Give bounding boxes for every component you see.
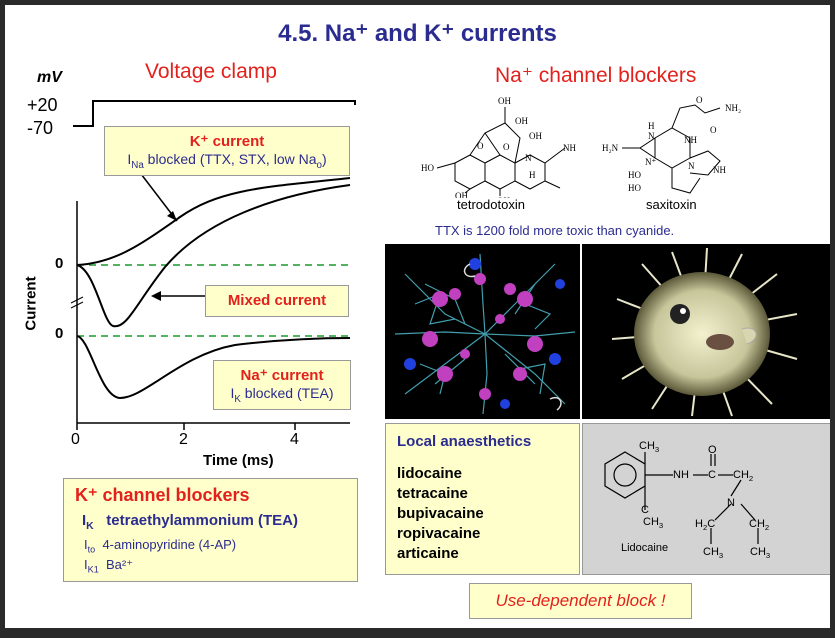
stx-atom: O — [696, 95, 703, 105]
tetrodotoxin-structure: OH OH OH O O NH N H HO OH OH — [421, 96, 576, 198]
ttx-atom: OH — [498, 96, 511, 106]
lido-atom: NH — [673, 469, 689, 481]
lido-atom: O — [708, 444, 717, 456]
lido-atom: CH3 — [703, 546, 724, 561]
k-current-box: K⁺ current INa blocked (TTX, STX, low Na… — [104, 126, 350, 176]
lidocaine-label: Lidocaine — [621, 542, 669, 554]
v-minus70-label: -70 — [27, 118, 54, 138]
lidocaine-structure-box: CH3 O NH C CH2 N C CH3 H2C CH2 CH3 CH3 L… — [582, 423, 830, 575]
k-blocker-row-ik1: IK1 Ba²⁺ — [84, 557, 134, 575]
v-plus20-label: +20 — [27, 95, 58, 115]
ttx-atom: NH — [563, 143, 576, 153]
anaesthetic-item: bupivacaine — [397, 505, 484, 522]
lido-atom: N — [727, 497, 735, 509]
stx-atom: O — [710, 125, 717, 135]
local-anaesthetics-list: lidocaine tetracaine bupivacaine ropivac… — [397, 464, 484, 564]
mixed-current-trace — [76, 184, 351, 328]
ttx-atom: N — [525, 153, 532, 163]
k-arrow-head — [167, 211, 177, 221]
zero-label-lower: 0 — [55, 325, 64, 342]
mv-label: mV — [37, 69, 62, 86]
stx-atom: HO — [628, 183, 641, 193]
tetrodotoxin-label: tetrodotoxin — [457, 197, 525, 212]
ttx-atom: OH — [455, 191, 468, 198]
lido-atom: CH3 — [643, 516, 664, 531]
na-current-subtitle: IK blocked (TEA) — [230, 385, 334, 405]
k-current-title: K⁺ current — [189, 133, 265, 150]
stx-atom: N — [688, 161, 695, 171]
mixed-current-label: Mixed current — [227, 292, 327, 309]
voltage-clamp-plot — [70, 100, 356, 430]
k-blockers-title: K⁺ channel blockers — [75, 485, 250, 505]
axis-break-mark — [70, 296, 84, 304]
stx-atom: N⁺ — [645, 157, 656, 167]
stx-atom: NH — [684, 135, 697, 145]
ttx-atom: H — [529, 170, 536, 180]
pufferfish-image — [582, 244, 830, 419]
k-blockers-box: K⁺ channel blockers IK tetraethylammoniu… — [63, 478, 358, 582]
na-current-trace — [76, 335, 351, 400]
x-axis-label: Time (ms) — [203, 452, 274, 469]
saxitoxin-structure: NH₂ O O H N NH H₂N N⁺ N NH HO HO — [602, 95, 741, 194]
k-blocker-row-ito: Ito 4-aminopyridine (4-AP) — [84, 537, 237, 555]
mixed-arrow-head — [151, 291, 161, 301]
zero-label-upper: 0 — [55, 255, 64, 272]
k-current-subtitle: INa blocked (TTX, STX, low Nao) — [127, 151, 327, 171]
lido-atom: C — [708, 469, 716, 481]
lido-atom: CH3 — [750, 546, 771, 561]
stx-atom: H₂N — [602, 143, 619, 153]
use-dependent-box: Use-dependent block ! — [469, 583, 692, 619]
x-tick-label-4: 4 — [290, 431, 299, 448]
k-blocker-row-ik: IK tetraethylammonium (TEA) — [82, 512, 298, 532]
axis-break-mark — [70, 301, 84, 309]
stx-atom: H — [648, 121, 655, 131]
ttx-atom: HO — [421, 163, 434, 173]
local-anaesthetics-box: Local anaesthetics lidocaine tetracaine … — [385, 423, 580, 575]
ttx-atom: OH — [515, 116, 528, 126]
ttx-toxicity-note: TTX is 1200 fold more toxic than cyanide… — [435, 223, 675, 238]
lido-atom: H2C — [695, 518, 716, 533]
voltage-clamp-heading: Voltage clamp — [145, 60, 277, 83]
saxitoxin-label: saxitoxin — [646, 197, 697, 212]
stx-atom: HO — [628, 170, 641, 180]
x-tick-label-2: 2 — [179, 431, 188, 448]
voltage-step-trace — [73, 100, 356, 127]
na-current-title: Na⁺ current — [240, 367, 324, 384]
use-dependent-label: Use-dependent block ! — [495, 591, 666, 610]
ttx-atom: O — [477, 141, 484, 151]
local-anaesthetics-title: Local anaesthetics — [397, 433, 532, 450]
slide: 4.5. Na⁺ and K⁺ currents Voltage clamp m… — [5, 5, 830, 628]
anaesthetic-item: tetracaine — [397, 485, 468, 502]
k-arrow — [137, 169, 178, 222]
lido-atom: CH2 — [749, 518, 770, 533]
stx-atom: NH — [713, 165, 726, 175]
na-current-box: Na⁺ current IK blocked (TEA) — [213, 360, 351, 410]
anaesthetic-item: articaine — [397, 545, 459, 562]
lido-atom: C — [641, 504, 649, 516]
ttx-atom: OH — [497, 196, 510, 198]
mixed-current-box: Mixed current — [205, 285, 349, 317]
anaesthetic-item: lidocaine — [397, 465, 463, 482]
current-axis-label: Current — [22, 276, 40, 331]
stx-atom: NH₂ — [725, 103, 741, 113]
ttx-atom: O — [503, 142, 510, 152]
lido-atom: CH2 — [733, 469, 754, 484]
page-title: 4.5. Na⁺ and K⁺ currents — [278, 20, 557, 47]
na-blockers-heading: Na⁺ channel blockers — [495, 64, 697, 87]
anaesthetic-item: ropivacaine — [397, 525, 481, 542]
channel-protein-image — [385, 244, 580, 419]
x-tick-label-0: 0 — [71, 431, 80, 448]
lido-atom: CH3 — [639, 440, 660, 455]
stx-atom: N — [648, 131, 655, 141]
ttx-atom: OH — [529, 131, 542, 141]
lidocaine-structure — [604, 451, 759, 544]
k-current-trace — [76, 177, 351, 266]
